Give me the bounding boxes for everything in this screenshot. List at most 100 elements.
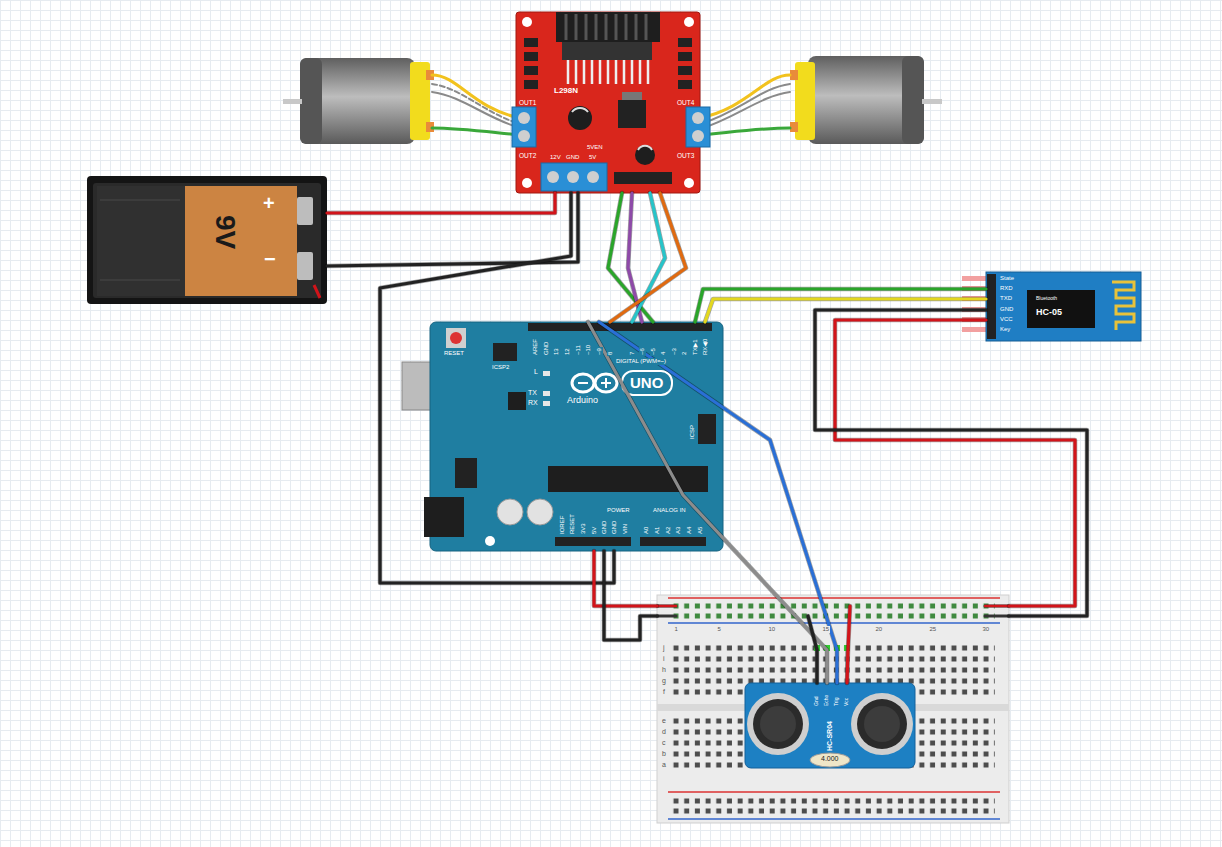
arduino-board-art-part <box>424 497 464 537</box>
pin-label: Vcc <box>844 697 850 707</box>
wire <box>608 193 653 322</box>
hc05-board-art-part <box>987 274 996 339</box>
motor-wire <box>432 75 520 135</box>
wire <box>327 193 555 213</box>
arduino-board-art-part <box>698 414 716 444</box>
pin-label: HC-SR04 <box>826 720 834 752</box>
l298n-board-art-part <box>635 145 655 165</box>
dc-motor-part <box>808 56 924 144</box>
arduino-board-art-part <box>455 458 477 488</box>
hc-sr04-art-part <box>851 693 913 755</box>
grid-label: 30 <box>982 626 991 633</box>
wire-outline <box>808 616 817 683</box>
motor-wire <box>700 75 790 135</box>
arduino-board-art-part <box>493 343 517 361</box>
l298n-board-art-part <box>684 178 694 188</box>
l298n-board-art-part <box>516 12 700 193</box>
pin-label: ~3 <box>671 347 678 356</box>
pin-label: 7 <box>629 351 636 356</box>
grid-label: h <box>661 666 667 674</box>
breadboard-art-part <box>668 597 1000 599</box>
hc-sr04-art-part <box>745 683 915 768</box>
grid-label: b <box>661 750 667 758</box>
pin-label: A3 <box>675 526 682 535</box>
wire-core <box>604 551 657 640</box>
breadboard: 151015202530jihgfedcbaGndEchoTrigVccHC-S… <box>657 595 1009 823</box>
l298n-board-art <box>512 12 710 193</box>
wire-core <box>327 193 555 213</box>
pin-label: AREF <box>532 338 539 356</box>
battery-art-part <box>87 176 327 304</box>
l298n-board-art-part <box>568 60 648 84</box>
motor-wire-part <box>700 128 790 135</box>
breadboard-art-part <box>670 716 995 771</box>
l298n-board-art-part <box>562 42 652 60</box>
arduino-board-art-part <box>578 378 611 388</box>
wire-outline <box>327 193 555 213</box>
pin-label: A0 <box>643 526 650 535</box>
l298n-board-art-part <box>638 146 652 150</box>
wire-outline <box>610 193 686 322</box>
wire-outline <box>835 320 1075 606</box>
l298n-board-art-part <box>678 38 692 47</box>
wire-core <box>610 193 686 322</box>
arduino-board-art-part <box>622 371 672 395</box>
arduino-board-art-part <box>424 497 470 537</box>
pin-label: A5 <box>697 526 704 535</box>
dc-motor-part <box>300 58 322 144</box>
grid-label: 20 <box>875 626 884 633</box>
wire <box>815 310 1087 616</box>
pin-label: ~10 <box>585 344 592 356</box>
wire-core <box>608 193 653 322</box>
grid-label: g <box>661 677 667 685</box>
motor-wire-part <box>700 84 790 124</box>
pin-label: ~5 <box>650 347 657 356</box>
arduino-uno-board: RESETICSP2AREFGND1312~11~10~987~6~54~32T… <box>430 322 723 551</box>
wire <box>808 616 817 683</box>
wire <box>835 320 1075 606</box>
grid-label: j <box>662 644 666 652</box>
grid-label: 25 <box>929 626 938 633</box>
pin-label: RESET <box>443 350 465 357</box>
hc05-board-art-part <box>986 272 1141 341</box>
l298n-board-art-part <box>678 66 692 75</box>
l298n-board-art-part <box>541 163 607 191</box>
wire <box>327 193 578 266</box>
hc-sr04-ultrasonic-sensor: GndEchoTrigVccHC-SR044.000 <box>745 683 915 768</box>
wire-core <box>847 606 850 683</box>
grid-label: a <box>661 761 667 769</box>
wire-outline <box>327 193 578 266</box>
hc05-board-art-part <box>962 327 986 332</box>
pin-label: ~6 <box>639 347 646 356</box>
battery-label: + <box>262 192 276 215</box>
wire <box>380 193 614 583</box>
battery-art-part <box>97 186 185 296</box>
l298n-board-art-part <box>522 17 532 27</box>
l298n-board-art-part <box>524 52 538 61</box>
l298n-board-art-part <box>567 171 579 183</box>
arduino-board-art-part <box>543 391 550 396</box>
hc05-bluetooth-module: StateRXDTXDGNDVCCKeyBluetoothHC-05 <box>986 272 1141 341</box>
pin-label: Key <box>999 326 1011 333</box>
wire-outline <box>695 289 986 322</box>
pin-label: 4 <box>660 351 667 356</box>
arduino-board-art-part <box>450 332 462 344</box>
l298n-board-art-part <box>524 80 538 89</box>
wire <box>695 289 986 322</box>
pin-label: L <box>533 368 539 376</box>
board-label: L298N <box>553 86 579 95</box>
pin-label: RX◀0 <box>702 338 709 356</box>
wire-core <box>808 616 817 683</box>
board-label: GND <box>565 154 580 161</box>
arduino-board-art <box>402 322 723 551</box>
grid-label: 5 <box>717 626 722 633</box>
breadboard-art-part <box>668 791 1000 793</box>
arduino-board-art-part <box>430 322 723 551</box>
arduino-board-art-part <box>446 328 466 348</box>
pin-label: VCC <box>999 316 1014 323</box>
pin-label: RXD <box>999 285 1014 292</box>
dc-motor-part <box>300 58 415 144</box>
arduino-board-art-part <box>527 499 553 525</box>
pin-label: TX▶1 <box>692 338 699 356</box>
